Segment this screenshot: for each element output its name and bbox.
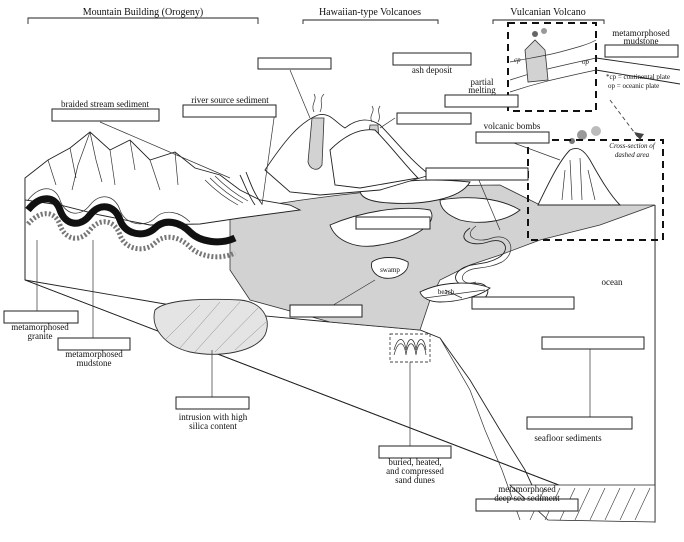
answer-box-intrusion[interactable] bbox=[175, 396, 250, 410]
dashed-area-lower bbox=[527, 139, 664, 241]
label-intrusion-2: silica content bbox=[189, 421, 237, 431]
label-buried-3: sand dunes bbox=[395, 475, 435, 485]
answer-box-braided[interactable] bbox=[51, 108, 160, 122]
answer-box-bombs[interactable] bbox=[475, 131, 550, 144]
label-seafloor: seafloor sediments bbox=[534, 433, 602, 443]
answer-box-peak[interactable] bbox=[257, 57, 332, 70]
header-orogeny: Mountain Building (Orogeny) bbox=[27, 7, 259, 24]
label-partial-2: melting bbox=[468, 85, 496, 95]
label-beach: beach bbox=[438, 288, 455, 296]
label-op-note: op = oceanic plate bbox=[608, 82, 659, 90]
answer-box-beach[interactable] bbox=[471, 296, 575, 310]
label-meta-mudstone-top-2: mudstone bbox=[624, 36, 659, 46]
label-meta-deepsea-2: deep sea sediment bbox=[494, 493, 560, 503]
label-volcanic-bombs: volcanic bombs bbox=[484, 121, 541, 131]
label-ash-deposit: ash deposit bbox=[412, 65, 453, 75]
label-buried-2: and compressed bbox=[386, 466, 444, 476]
dashed-area-inset bbox=[507, 22, 597, 112]
answer-box-granite[interactable] bbox=[3, 310, 79, 324]
answer-box-swamp[interactable] bbox=[289, 304, 363, 318]
label-braided-stream: braided stream sediment bbox=[61, 99, 149, 109]
label-meta-granite-1: metamorphosed bbox=[11, 322, 69, 332]
label-buried-1: buried, heated, bbox=[388, 457, 441, 467]
label-meta-mudstone-left-1: metamorphosed bbox=[65, 349, 123, 359]
label-partial-1: partial bbox=[471, 77, 494, 87]
vulcanian-volcano bbox=[527, 126, 664, 241]
fold-mountains bbox=[24, 131, 302, 260]
answer-box-seafloor[interactable] bbox=[526, 416, 633, 430]
answer-box-ocean[interactable] bbox=[541, 336, 645, 350]
answer-box-mudstone-left[interactable] bbox=[57, 337, 131, 351]
answer-boxes bbox=[3, 44, 679, 512]
answer-box-river-source[interactable] bbox=[182, 104, 277, 118]
label-river-source: river source sediment bbox=[191, 95, 269, 105]
folded-strata-dark bbox=[25, 195, 237, 246]
answer-box-hawaiian[interactable] bbox=[396, 112, 472, 125]
label-meta-granite-2: granite bbox=[28, 331, 53, 341]
intrusion-pluton bbox=[153, 298, 268, 355]
answer-box-deepsea[interactable] bbox=[475, 498, 579, 512]
label-cp-note: *cp = continental plate bbox=[606, 73, 670, 81]
label-cross-section-1: Cross-section of bbox=[609, 142, 655, 150]
label-meta-mudstone-left-2: mudstone bbox=[77, 358, 112, 368]
header-hawaiian: Hawaiian-type Volcanoes bbox=[302, 7, 439, 24]
header-vulcanian-text: Vulcanian Volcano bbox=[510, 7, 585, 18]
inset-op-tag: op bbox=[582, 58, 590, 66]
meandering-river bbox=[455, 227, 506, 301]
label-cross-section-2: dashed area bbox=[615, 151, 650, 159]
label-swamp: swamp bbox=[380, 266, 400, 274]
answer-box-partial-melting[interactable] bbox=[444, 94, 519, 108]
label-intrusion-1: intrusion with high bbox=[179, 412, 248, 422]
label-ocean: ocean bbox=[602, 277, 623, 287]
answer-box-dunes[interactable] bbox=[378, 445, 452, 459]
text-labels: braided stream sediment river source sed… bbox=[11, 28, 670, 503]
label-meta-deepsea-1: metamorphosed bbox=[498, 484, 556, 494]
header-orogeny-text: Mountain Building (Orogeny) bbox=[83, 7, 204, 18]
label-meta-mudstone-top-1: metamorphosed bbox=[612, 28, 670, 38]
buried-dunes bbox=[389, 333, 431, 363]
answer-box-ash[interactable] bbox=[392, 52, 472, 66]
header-hawaiian-text: Hawaiian-type Volcanoes bbox=[319, 7, 421, 18]
leader-lines bbox=[36, 69, 591, 449]
inset-cp-tag: cp bbox=[514, 56, 521, 64]
answer-box-lowland[interactable] bbox=[425, 167, 529, 181]
header-vulcanian: Vulcanian Volcano bbox=[492, 7, 605, 24]
hawaiian-volcanoes bbox=[264, 93, 431, 196]
inset-cross-section: cp op bbox=[507, 22, 681, 141]
answer-box-river[interactable] bbox=[355, 216, 431, 230]
answer-box-meta-mudstone-top[interactable] bbox=[604, 44, 679, 58]
